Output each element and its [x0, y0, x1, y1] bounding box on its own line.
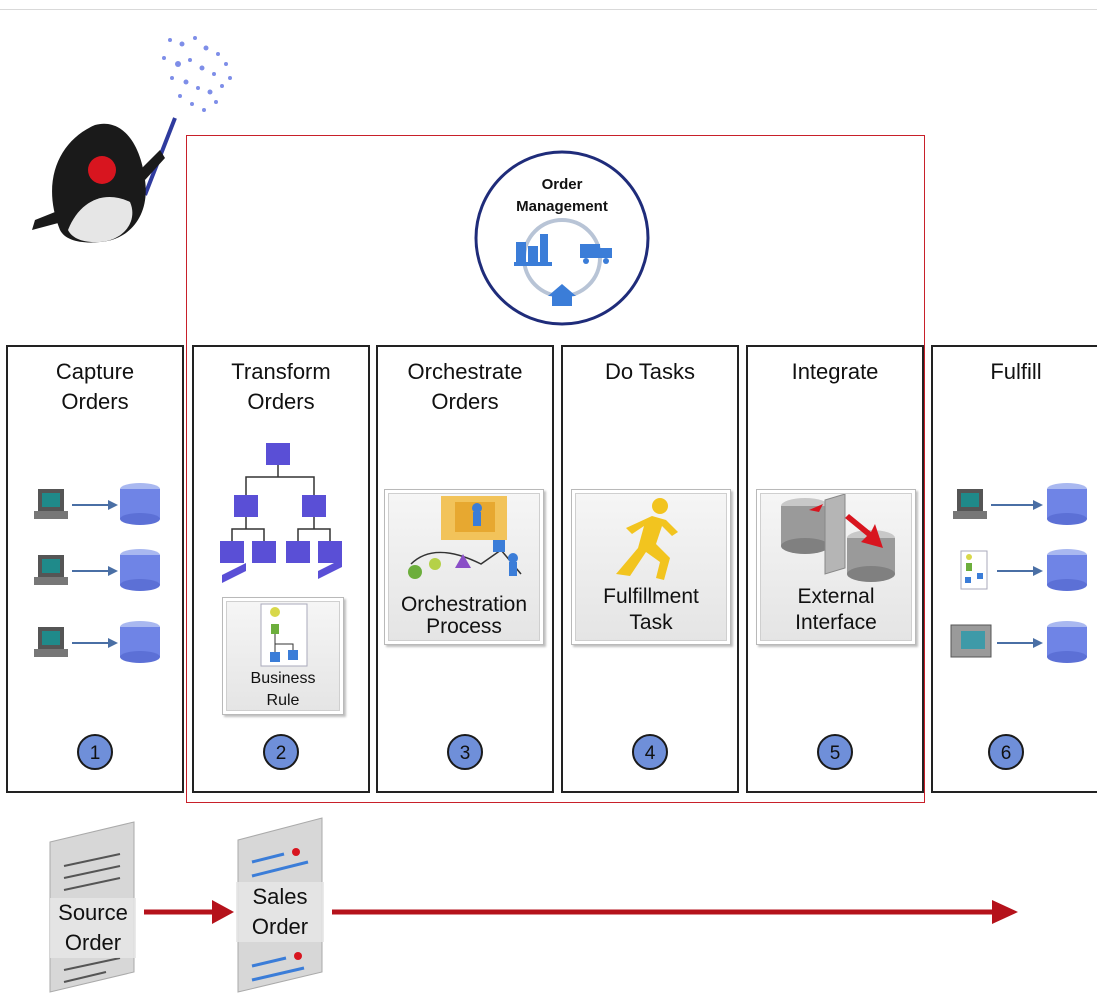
- external-interface-icon: [781, 494, 895, 582]
- business-rule-icon: [260, 603, 308, 667]
- stage-title: Transform Orders: [231, 359, 331, 414]
- stage-do-tasks: Do Tasks Fulfillment Task 4: [561, 345, 739, 793]
- hierarchy-icon: [220, 443, 342, 583]
- flow-arrows: [144, 900, 1018, 924]
- arrow-head-icon: [212, 900, 234, 924]
- fulfillment-task-tile[interactable]: Fulfillment Task: [571, 489, 731, 645]
- step-number: 6: [1001, 743, 1012, 764]
- arrow-head-icon: [992, 900, 1018, 924]
- top-divider: [0, 9, 1097, 10]
- orchestration-process-tile[interactable]: Orchestration Process: [384, 489, 544, 645]
- step-badge-icon: 5: [817, 734, 853, 770]
- stage-orchestrate-orders: Orchestrate Orders Orchestration Process…: [376, 345, 554, 793]
- stage-title: Do Tasks: [604, 359, 696, 384]
- step-badge-icon: 2: [263, 734, 299, 770]
- tile-label: Orchestration Process: [400, 593, 528, 638]
- step-number: 2: [276, 743, 287, 764]
- step-badge-icon: 3: [447, 734, 483, 770]
- systems-to-databases-icon: [950, 483, 1087, 663]
- sales-order-label: Sales Order: [236, 882, 324, 942]
- step-number: 3: [460, 743, 471, 764]
- stage-capture-orders: Capture Orders 1: [6, 345, 184, 793]
- orchestration-process-icon: [408, 496, 522, 579]
- running-person-icon: [616, 498, 678, 580]
- stage-integrate: Integrate External Interface 5: [746, 345, 924, 793]
- order-management-frame: [186, 135, 925, 803]
- step-number: 4: [645, 743, 656, 764]
- mascot-with-wand-icon: [32, 36, 232, 243]
- tile-label: Business Rule: [250, 670, 316, 709]
- external-interface-tile[interactable]: External Interface: [756, 489, 916, 645]
- stage-title: Capture Orders: [55, 359, 135, 414]
- order-management-title: Order Management: [516, 176, 608, 215]
- stage-fulfill: Fulfill 6: [931, 345, 1097, 793]
- step-number: 5: [830, 743, 841, 764]
- step-number: 1: [90, 743, 101, 764]
- tile-label: External Interface: [795, 585, 877, 634]
- stage-title: Fulfill: [990, 359, 1042, 384]
- source-order-label: Source Order: [50, 898, 136, 958]
- stage-title: Integrate: [791, 359, 879, 384]
- step-badge-icon: 4: [632, 734, 668, 770]
- tile-label: Fulfillment Task: [603, 585, 699, 634]
- step-badge-icon: 1: [77, 734, 113, 770]
- stage-transform-orders: Transform Orders Business Rule 2: [192, 345, 370, 793]
- order-management-circle: [474, 150, 650, 326]
- business-rule-tile[interactable]: Business Rule: [222, 597, 344, 715]
- computers-to-databases-icon: [34, 483, 160, 663]
- step-badge-icon: 6: [988, 734, 1024, 770]
- stage-title: Orchestrate Orders: [407, 359, 523, 414]
